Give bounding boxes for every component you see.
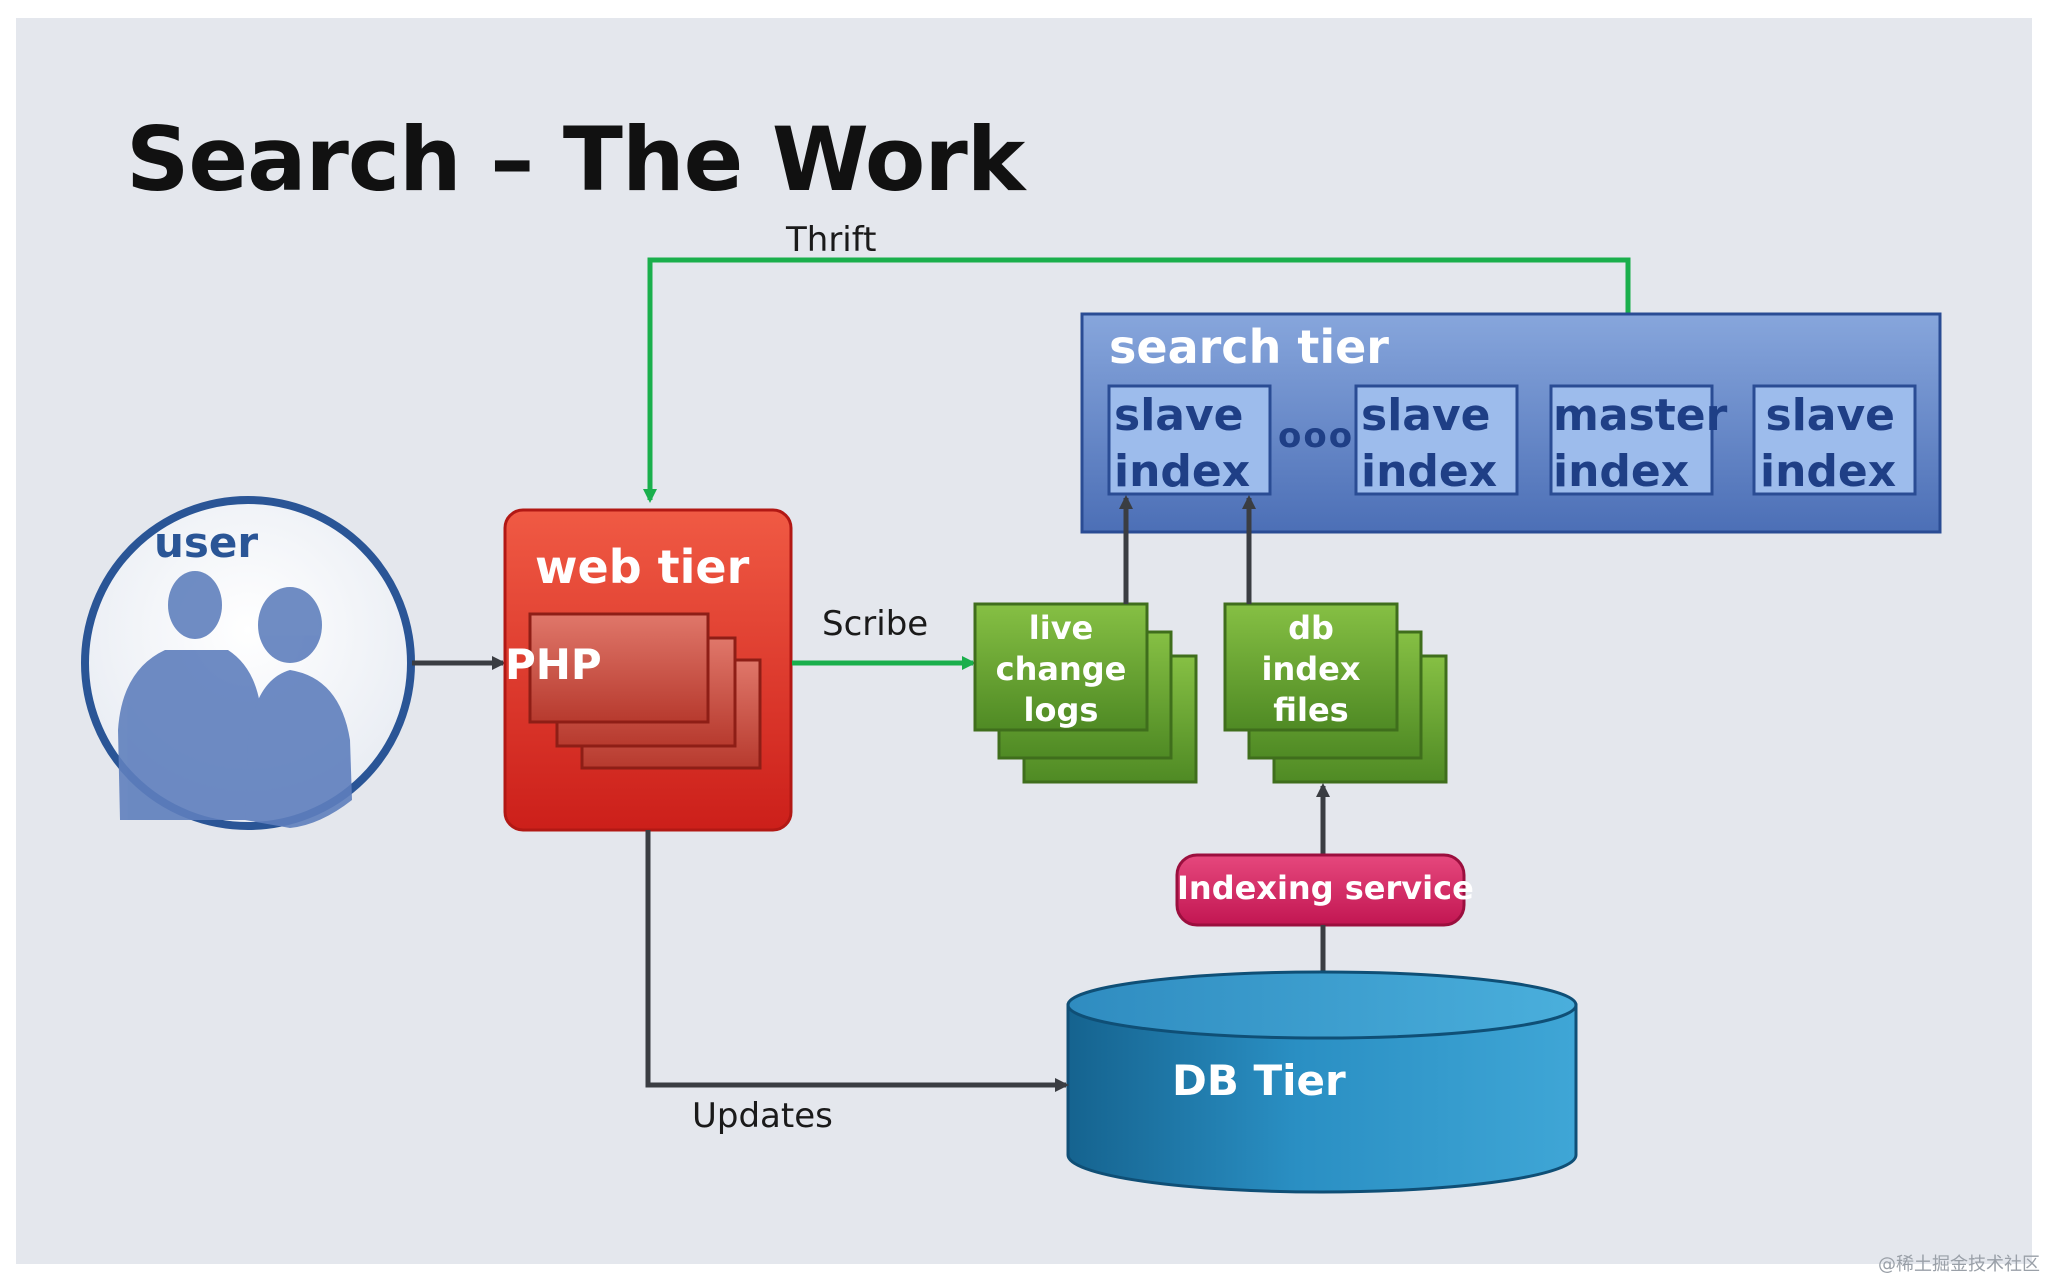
- db-index-files-label: db index files: [1261, 609, 1361, 729]
- web-tier-label: web tier: [535, 540, 750, 594]
- updates-label: Updates: [692, 1096, 833, 1136]
- db-tier-cylinder: [1066, 970, 1578, 1194]
- db-index-files-stack: [1223, 602, 1448, 784]
- updates-edge: [645, 830, 1069, 1092]
- index-box-4: [1752, 384, 1917, 496]
- watermark: @稀土掘金技术社区: [1878, 1254, 2040, 1275]
- index-box-3: [1549, 384, 1714, 496]
- db-tier-label: DB Tier: [1172, 1056, 1346, 1105]
- user-node: [81, 496, 415, 830]
- indexing-service-label: Indexing service: [1177, 869, 1474, 907]
- scribe-label: Scribe: [822, 604, 929, 644]
- php-stack: [528, 612, 762, 770]
- people-silhouette-icon: [118, 571, 352, 828]
- user-label: user: [154, 518, 259, 567]
- live-change-logs-label: live change logs: [995, 609, 1127, 729]
- live-change-logs-stack: [973, 602, 1198, 784]
- ellipsis-label: ooo: [1278, 416, 1355, 456]
- php-label: PHP: [505, 640, 602, 689]
- search-tier-label: search tier: [1109, 320, 1389, 374]
- index-box-2: [1354, 384, 1519, 496]
- thrift-label: Thrift: [786, 220, 877, 260]
- page-title: Search – The Work: [126, 108, 1025, 211]
- index-box-1: [1107, 384, 1272, 496]
